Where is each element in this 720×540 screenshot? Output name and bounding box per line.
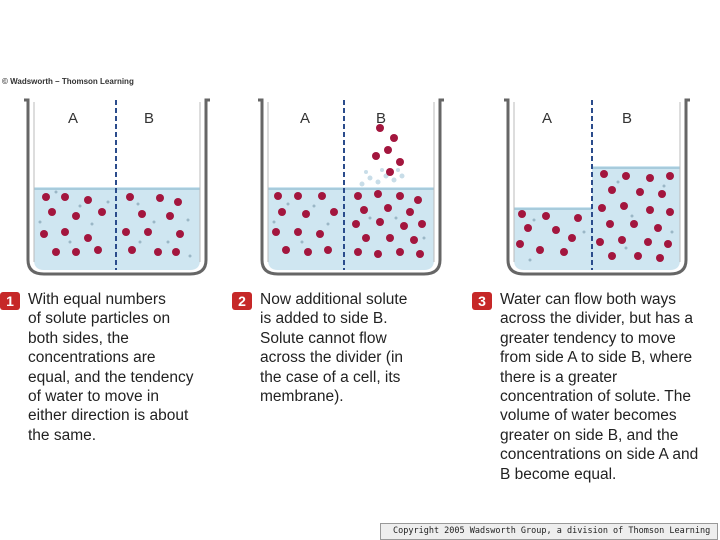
solute-particles [40,193,184,256]
step-description: With equal numbers of solute particles o… [28,291,194,444]
solute-particles [516,170,674,262]
water-a-b [268,187,434,270]
beaker-2-diagram: A B [258,98,444,276]
beaker-outline [24,98,210,276]
beaker-outline [504,98,690,276]
step-number-badge: 3 [472,292,492,310]
credit-text: © Wadsworth – Thomson Learning [2,77,134,86]
step-number-badge: 1 [0,292,20,310]
step-number-badge: 2 [232,292,252,310]
water-molecules [38,190,192,258]
copyright-footer: Copyright 2005 Wadsworth Group, a divisi… [380,523,718,540]
falling-solute [372,124,404,176]
water-molecules [272,202,426,244]
side-b-label: B [376,110,386,127]
splash [359,168,405,187]
step-description: Water can flow both ways across the divi… [500,291,699,483]
beaker-outline [258,98,444,276]
side-a-label: A [300,110,310,127]
side-a-label: A [542,110,552,127]
beaker-panel-2: A B [254,92,474,277]
side-a-label: A [68,110,78,127]
beaker-3-diagram: A B [504,98,690,276]
side-b-label: B [622,110,632,127]
side-b-label: B [144,110,154,127]
solute-particles [272,190,426,258]
beaker-panel-3: A B [500,92,720,277]
water-side-a [514,207,592,270]
beaker-1-diagram: A B [24,98,210,276]
step-description: Now additional solute is added to side B… [260,291,408,406]
beaker-panel-1: A B [20,92,240,277]
water-molecules [528,180,674,262]
